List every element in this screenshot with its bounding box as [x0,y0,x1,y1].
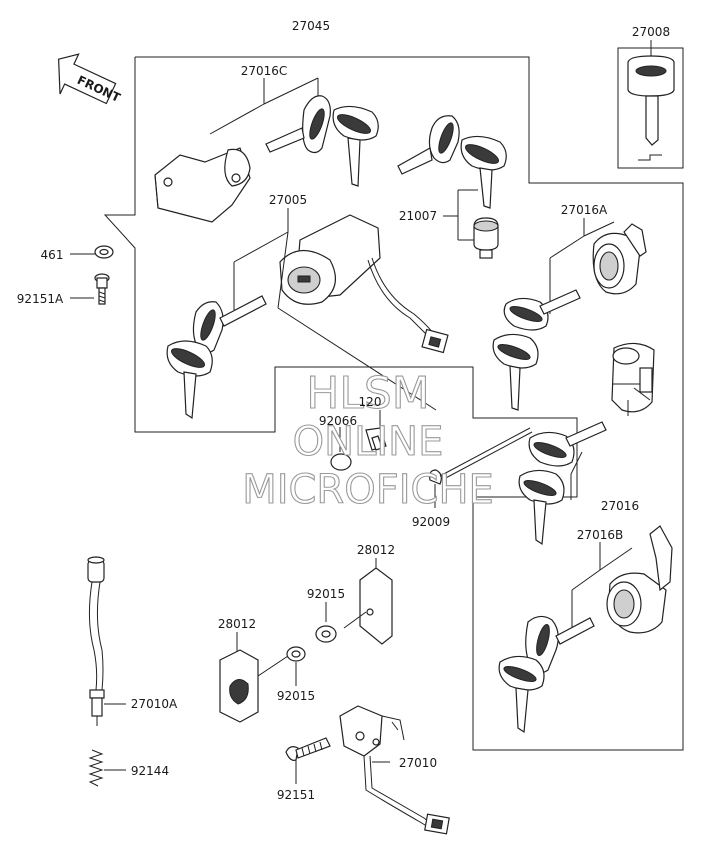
keys-27016C [209,77,379,187]
label-92015-upper: 92015 [307,587,345,601]
label-27016B: 27016B [577,528,623,542]
lock-27016 [518,342,655,546]
label-92009: 92009 [412,515,450,529]
label-27005: 27005 [269,193,307,207]
part-labels: 27045 27008 27016C 27005 21007 27016A 46… [17,19,670,802]
lock-27016B [498,525,673,734]
part-92015-nut-upper [315,602,337,643]
watermark-line1: HLSM [306,368,430,419]
label-92066: 92066 [319,414,357,428]
key-27008 [617,40,684,169]
part-92066-plug [330,427,352,471]
part-461-washer [70,245,114,259]
label-461: 461 [41,248,64,262]
part-27010A-switch [87,556,126,726]
part-92144-spring [88,749,126,787]
label-27010: 27010 [399,756,437,770]
part-27010-switch-bracket [339,705,450,835]
part-92151-bolt [285,737,331,784]
watermark: HLSM ONLINE MICROFICHE [242,367,495,513]
part-92015-nut-lower [286,646,306,686]
label-27016A: 27016A [561,203,608,217]
seat-lock-bracket [154,147,251,223]
label-27008: 27008 [632,25,670,39]
label-120: 120 [359,395,382,409]
part-120-bolt [365,410,387,451]
label-27045: 27045 [292,19,330,33]
part-21007-cap [443,189,499,259]
keys-27005 [166,231,437,420]
label-92151: 92151 [277,788,315,802]
front-arrow-icon: FRONT [57,53,123,105]
watermark-line2: ONLINE [293,419,444,465]
lock-27016A [492,218,647,411]
part-92151A-bolt [70,273,110,305]
keys-top-center [397,115,507,209]
label-27016C: 27016C [241,64,288,78]
part-92009-screw [429,427,533,508]
label-92144: 92144 [131,764,169,778]
label-28012-right: 28012 [357,543,395,557]
part-28012-plate-right [343,558,393,645]
label-21007: 21007 [399,209,437,223]
label-28012-left: 28012 [218,617,256,631]
part-28012-plate-left [219,632,289,723]
label-92151A: 92151A [17,292,64,306]
group-outline-27045 [103,56,684,751]
label-27016: 27016 [601,499,639,513]
label-27010A: 27010A [131,697,178,711]
label-92015-lower: 92015 [277,689,315,703]
ignition-switch-27005 [279,208,449,354]
watermark-line3: MICROFICHE [242,467,494,513]
